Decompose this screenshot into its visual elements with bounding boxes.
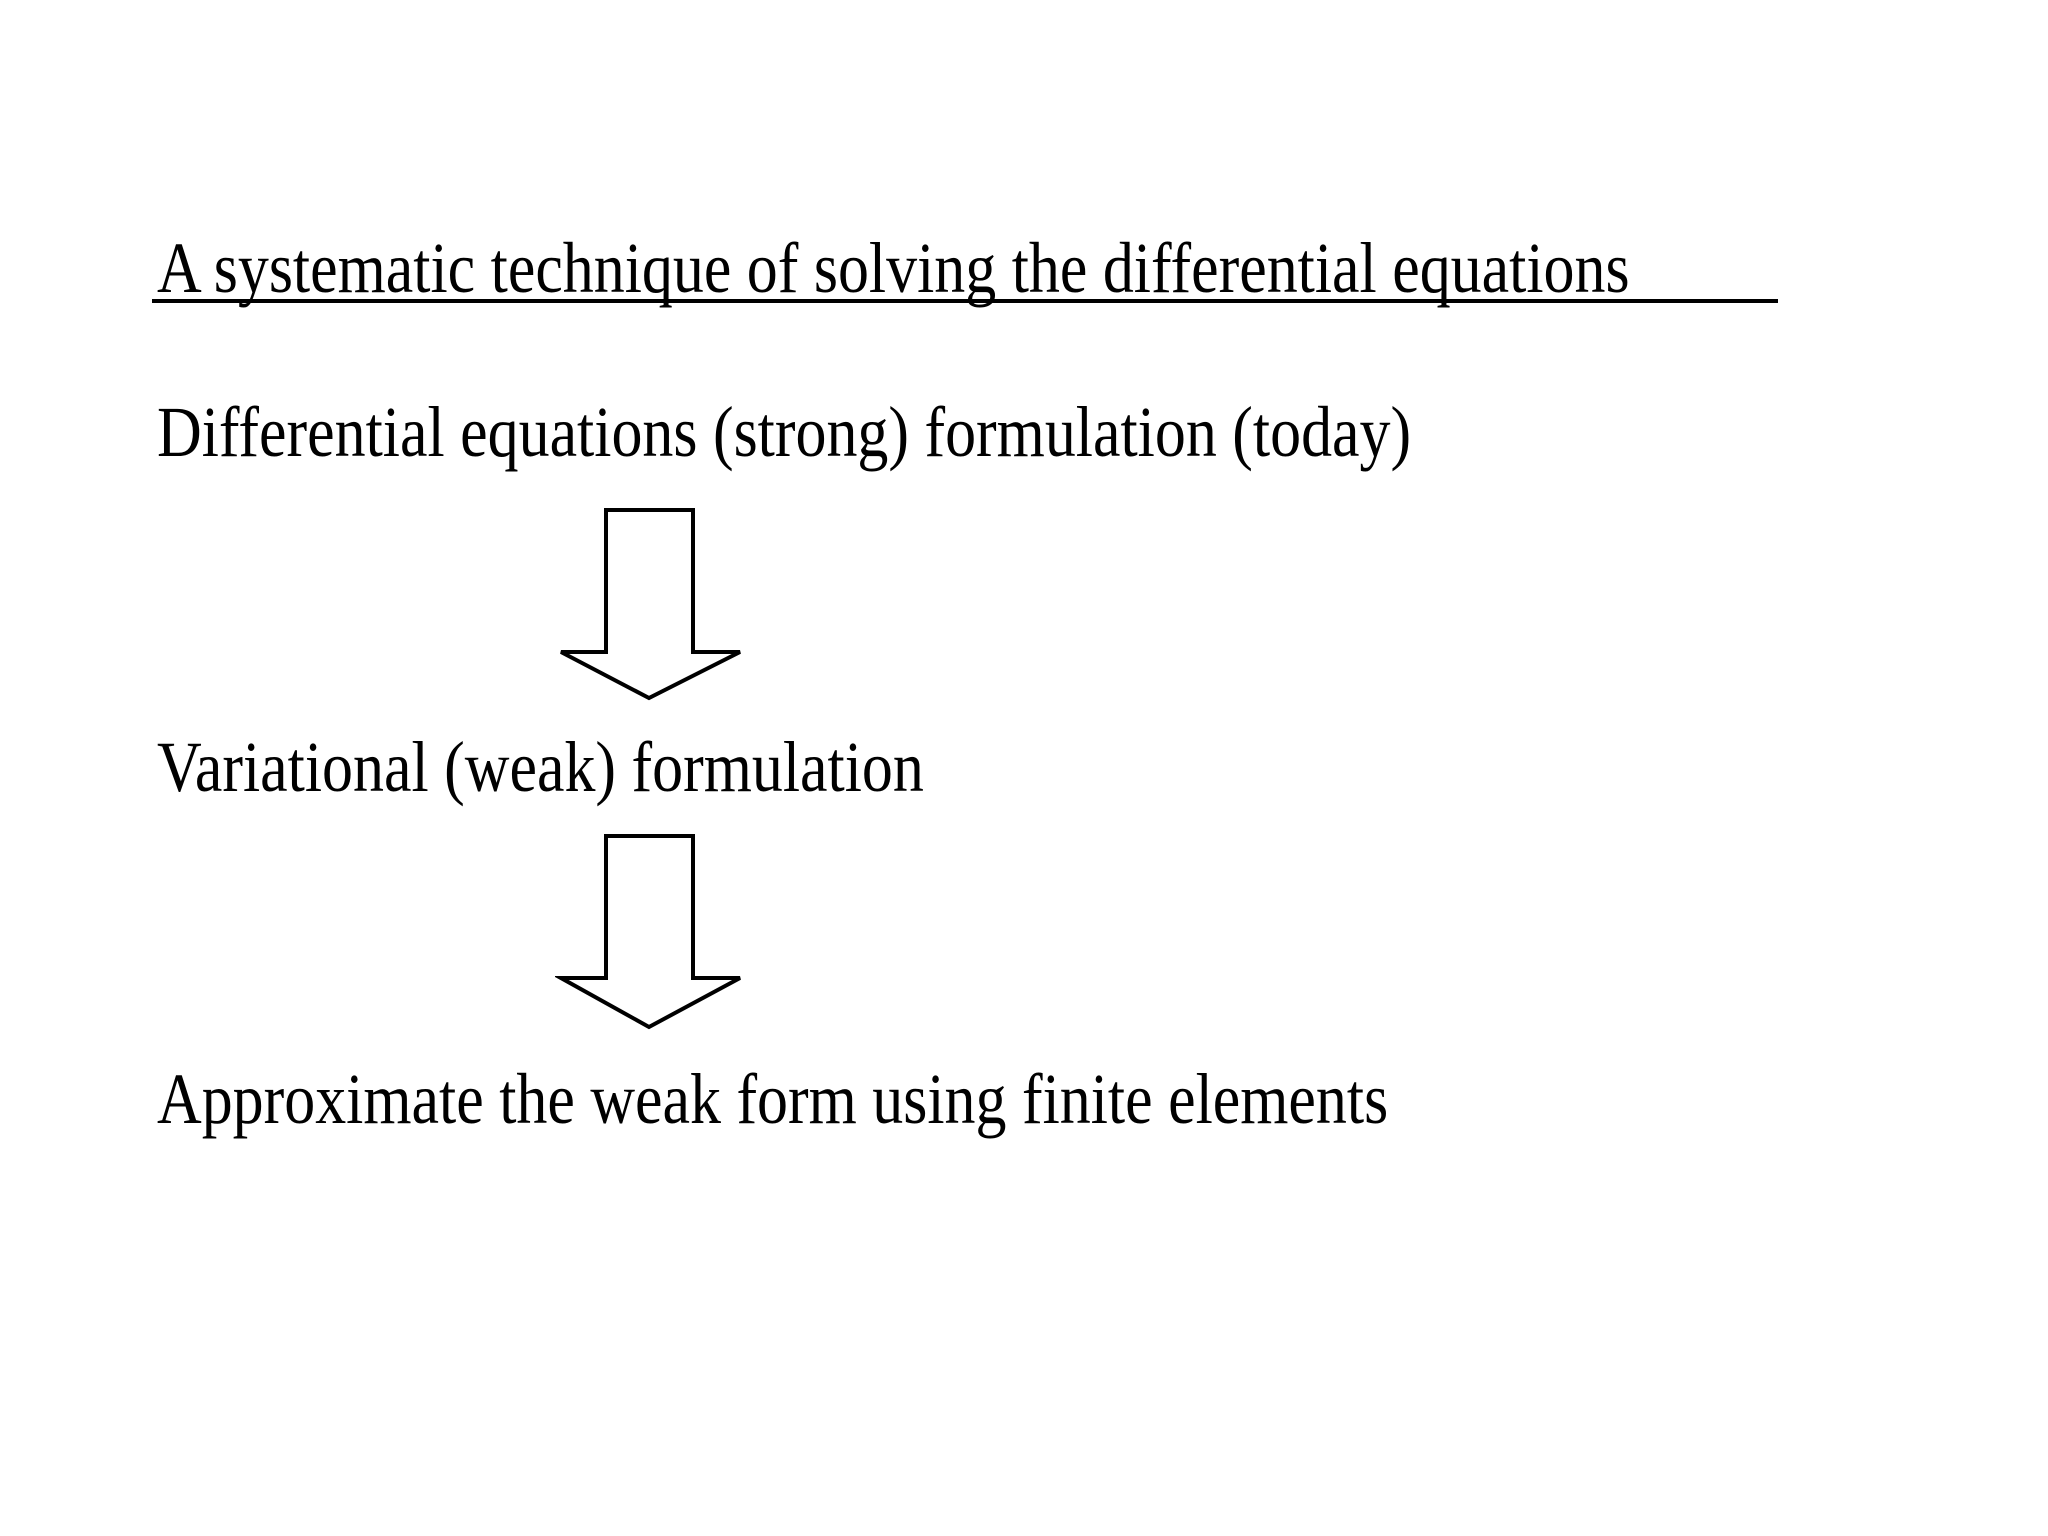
flow-step-strong-formulation: Differential equations (strong) formulat… [157, 392, 1412, 472]
flow-step-finite-elements: Approximate the weak form using finite e… [157, 1059, 1389, 1139]
page-title: A systematic technique of solving the di… [157, 232, 1869, 304]
flow-step-weak-formulation: Variational (weak) formulation [157, 727, 924, 807]
page-title-text: A systematic technique of solving the di… [157, 228, 1630, 308]
down-arrow-shape-1 [560, 508, 741, 701]
down-arrow-icon-1 [555, 504, 755, 704]
down-arrow-outline-1 [560, 508, 741, 701]
down-arrow-outline-2 [555, 834, 741, 1030]
down-arrow-icon-2 [555, 830, 755, 1035]
down-arrow-shape-2 [555, 834, 741, 1030]
page-title-underline [152, 299, 1778, 303]
